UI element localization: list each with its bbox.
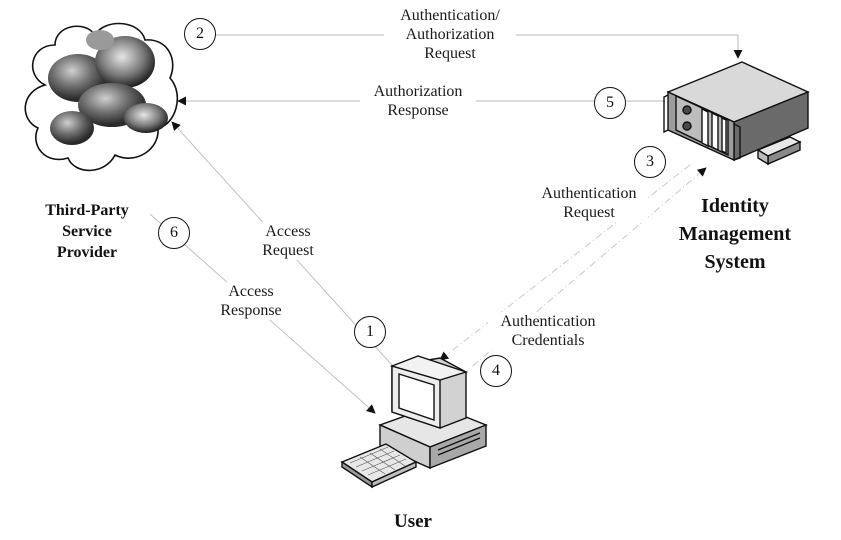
step-2-label-line: Authorization (405, 26, 495, 43)
step-1-label-line: Access (265, 223, 311, 240)
connector-step-3 (439, 164, 691, 361)
step-3-badge: 3 (634, 146, 666, 178)
service-provider-label-line: Third-Party (45, 202, 129, 219)
connector-step-4 (461, 167, 707, 376)
step-5-badge: 5 (594, 87, 626, 119)
service-provider-label-line: Provider (56, 244, 118, 261)
step-2-label: Authentication/ Authorization Request (384, 6, 516, 63)
step-3-label-line: Request (563, 204, 615, 221)
service-provider-label-line: Service (62, 223, 112, 240)
step-4-badge: 4 (480, 355, 512, 387)
user-label-line: User (394, 511, 432, 532)
user-label: User (372, 510, 454, 534)
step-6-label: Access Response (210, 282, 292, 320)
step-1-label-line: Request (262, 242, 314, 259)
step-4-label: Authentication Credentials (488, 312, 608, 350)
identity-system-label: Identity Management System (662, 192, 808, 276)
step-2-label-line: Authentication/ (400, 7, 500, 24)
step-1-label: Access Request (250, 222, 326, 260)
step-2-label-line: Request (424, 45, 476, 62)
step-4-label-line: Authentication (500, 313, 596, 330)
step-5-label: Authorization Response (360, 82, 476, 120)
identity-system-label-line: Management (678, 223, 792, 245)
step-5-label-line: Response (387, 102, 449, 119)
step-4-label-line: Credentials (511, 332, 585, 349)
step-1-badge: 1 (354, 316, 386, 348)
step-3-label-line: Authentication (541, 185, 637, 202)
step-6-label-line: Response (220, 302, 282, 319)
identity-system-label-line: Identity (701, 195, 769, 217)
step-3-label: Authentication Request (530, 184, 648, 222)
step-6-label-line: Access (228, 283, 274, 300)
step-5-label-line: Authorization (373, 83, 463, 100)
identity-system-label-line: System (704, 251, 766, 273)
step-2-badge: 2 (184, 18, 216, 50)
connector-step-2 (200, 34, 743, 59)
step-6-badge: 6 (158, 217, 190, 249)
service-provider-label: Third-Party Service Provider (22, 200, 152, 263)
